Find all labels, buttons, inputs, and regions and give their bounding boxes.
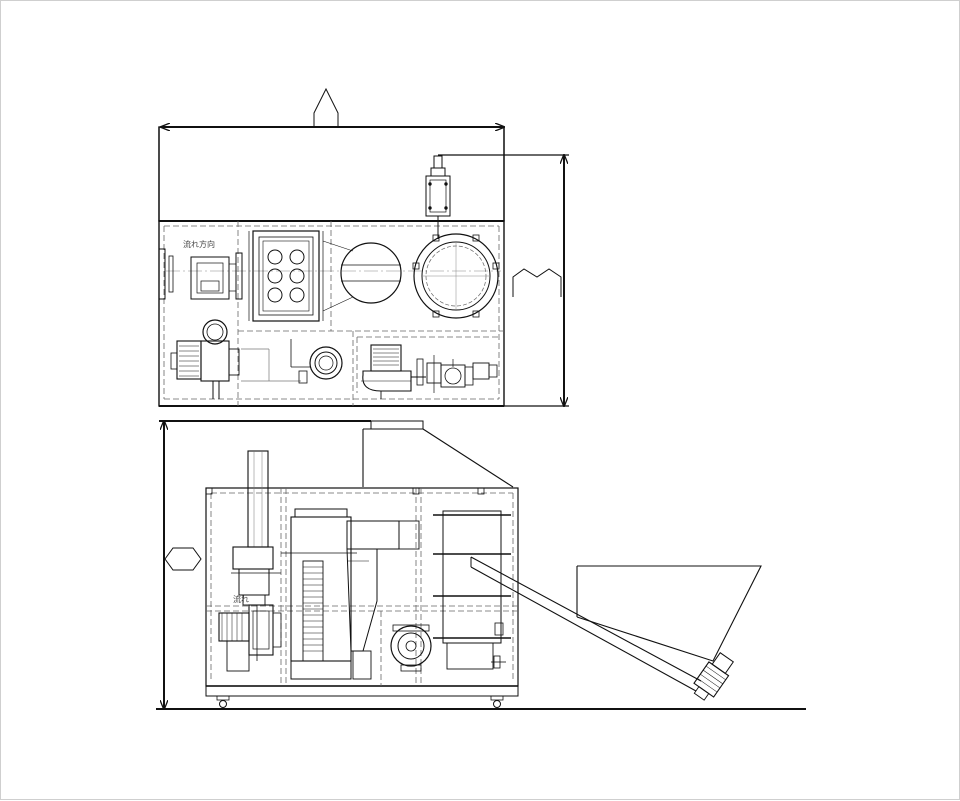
break-symbol (512, 268, 562, 297)
inlet-flange (158, 248, 174, 300)
top-view: 流れ方向 (158, 87, 569, 407)
upper-hood-side (362, 420, 514, 488)
hopper-side (576, 565, 762, 662)
filter-cartridge-housing (248, 230, 324, 322)
side-flow-label: 流れ (233, 594, 249, 604)
pre-filter-box (190, 252, 243, 300)
side-view: 流れ (156, 420, 806, 710)
filter-column-side (281, 508, 357, 680)
blower-side (390, 624, 432, 672)
exhaust-stack (231, 450, 281, 606)
rack-side (433, 510, 511, 670)
upper-housing (158, 126, 505, 222)
cyclone-side (346, 520, 420, 680)
casters (216, 695, 504, 708)
exhaust-fan-top (170, 319, 240, 399)
conveyor-motor (693, 652, 735, 701)
dimension-bubble (164, 547, 202, 571)
vent-cone (313, 87, 339, 128)
dust-drum-top (412, 233, 500, 319)
inclined-conveyor (470, 556, 702, 692)
blower-unit-top (361, 344, 498, 399)
top-damper-unit (425, 155, 451, 239)
cyclone-top (322, 240, 402, 312)
main-frame-side (205, 487, 519, 697)
flow-direction-label: 流れ方向 (183, 239, 215, 249)
exhaust-fan-side (218, 604, 282, 672)
outlet-pipe-top (241, 339, 343, 384)
plan-dividers (163, 221, 504, 406)
